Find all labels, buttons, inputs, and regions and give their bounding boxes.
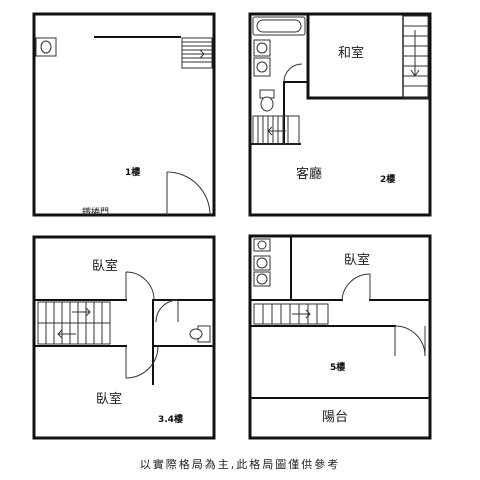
door-swing-icon xyxy=(341,273,371,301)
staircase-icon xyxy=(181,37,213,69)
staircase-icon xyxy=(253,303,329,325)
floor-2-panel: 和室 客廳 2樓 xyxy=(248,12,432,217)
balcony-label: 陽台 xyxy=(322,410,348,425)
toilet-icon xyxy=(189,325,211,343)
toilet-icon xyxy=(253,255,271,271)
bedroom-top-label: 臥室 xyxy=(92,258,118,274)
toilet-icon xyxy=(35,37,57,57)
shower-icon xyxy=(253,271,271,287)
sink-icon xyxy=(253,238,271,252)
floor-2-label: 2樓 xyxy=(380,173,395,185)
staircase-icon xyxy=(37,301,111,345)
door-swing-icon xyxy=(125,345,159,379)
floor-1-label: 1樓 xyxy=(125,166,140,178)
toilet-icon xyxy=(259,89,275,112)
rolling-door-label: 鐵捲門 xyxy=(82,206,109,218)
floor-5-panel: 臥室 5樓 陽台 xyxy=(248,234,432,440)
bedroom-label: 臥室 xyxy=(344,252,370,268)
door-swing-icon xyxy=(394,325,426,357)
sink-icon xyxy=(253,39,271,57)
door-swing-icon xyxy=(283,63,303,83)
bathtub-icon xyxy=(252,16,306,36)
door-swing-icon xyxy=(125,271,155,301)
bedroom-bottom-label: 臥室 xyxy=(96,391,122,407)
staircase-icon xyxy=(402,15,429,99)
door-swing-icon xyxy=(166,171,211,216)
floor-5-label: 5樓 xyxy=(330,361,345,373)
living-room-label: 客廳 xyxy=(296,166,322,182)
floor-1-panel: 1樓 鐵捲門 xyxy=(32,12,216,218)
disclaimer-caption: 以實際格局為主,此格局圖僅供參考 xyxy=(139,458,341,471)
staircase-icon xyxy=(252,115,300,145)
shower-icon xyxy=(253,57,271,77)
japanese-room-label: 和室 xyxy=(338,45,364,61)
floor-3-4-panel: 臥室 臥室 3.4樓 xyxy=(32,235,216,440)
door-swing-icon xyxy=(155,299,179,323)
floor-3-4-label: 3.4樓 xyxy=(158,413,183,425)
